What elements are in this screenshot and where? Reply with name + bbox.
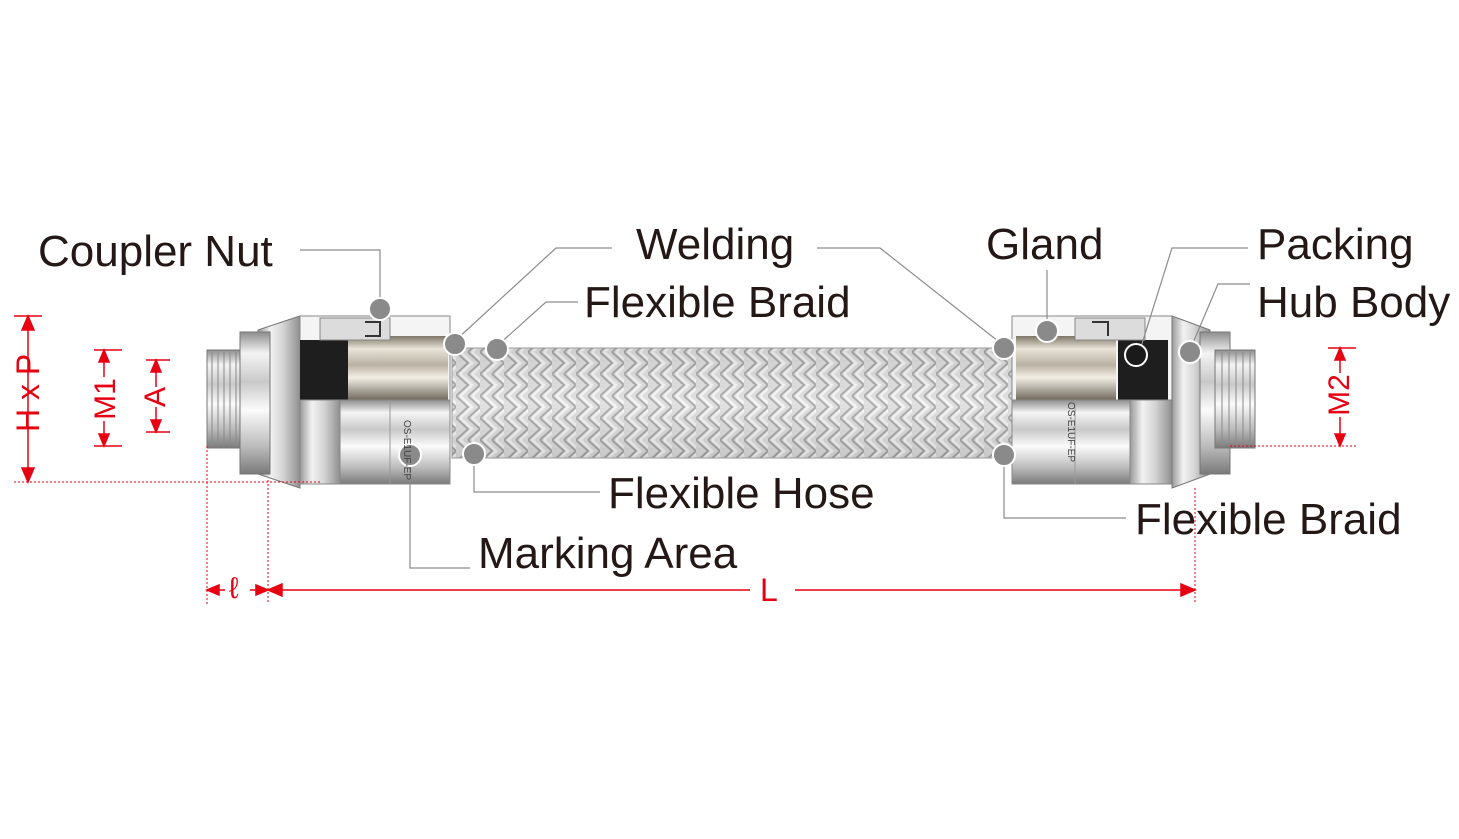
label-hub-body: Hub Body — [1257, 278, 1451, 327]
label-coupler-nut: Coupler Nut — [38, 227, 273, 276]
dim-label-ell: ℓ — [229, 572, 239, 605]
marking-text-left: OS-E1UF-EP — [401, 420, 412, 480]
marking-text-right: OS-E1UF-EP — [1065, 402, 1076, 462]
dot-flexible-braid-top — [485, 337, 509, 361]
label-flexible-hose: Flexible Hose — [608, 469, 875, 518]
label-flexible-braid-bottom: Flexible Braid — [1135, 495, 1402, 544]
dim-label-m2: M2 — [1323, 373, 1356, 417]
dot-packing — [1124, 343, 1148, 367]
label-flexible-braid-top: Flexible Braid — [584, 278, 851, 327]
label-welding: Welding — [636, 220, 795, 269]
dim-label-m1: M1 — [89, 377, 122, 421]
flexible-hose-body — [451, 347, 1013, 459]
leader-lines — [300, 247, 1250, 569]
dot-gland — [1035, 319, 1059, 343]
dot-marking-area — [398, 443, 422, 467]
dot-flexible-braid-bottom — [992, 443, 1016, 467]
dot-hub-body — [1178, 340, 1202, 364]
dot-flexible-hose — [462, 442, 486, 466]
label-gland: Gland — [986, 220, 1104, 269]
label-packing: Packing — [1257, 220, 1414, 269]
dot-welding-right — [992, 336, 1016, 360]
dot-welding-left — [443, 332, 467, 356]
dim-label-a: A — [139, 386, 172, 407]
left-fitting — [206, 315, 451, 489]
label-marking-area: Marking Area — [478, 529, 738, 578]
dot-coupler-nut — [368, 297, 392, 321]
dim-label-l: L — [760, 572, 778, 608]
callout-dots — [368, 297, 1202, 467]
dim-label-hxp: H x P — [10, 353, 46, 432]
dimension-lines — [14, 314, 1356, 604]
